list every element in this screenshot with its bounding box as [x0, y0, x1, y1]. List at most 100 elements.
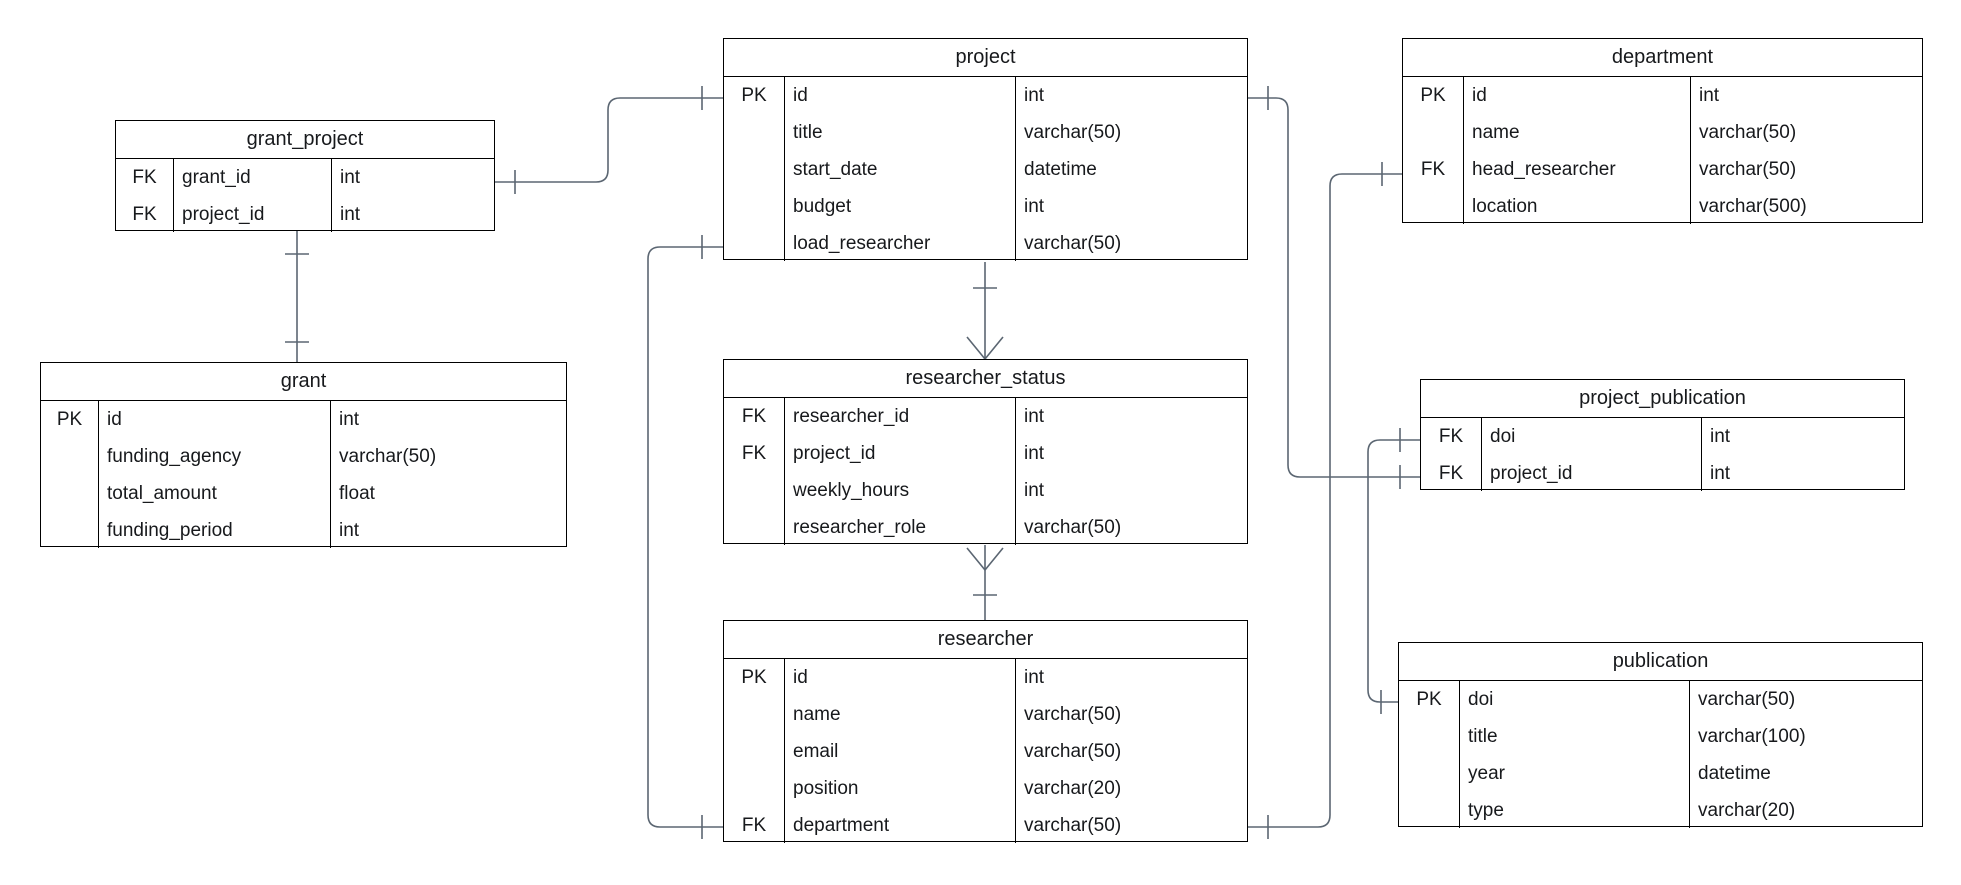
attribute-key-badge	[724, 225, 784, 262]
column-divider	[1463, 76, 1464, 224]
attribute-name: project_id	[182, 204, 265, 225]
attribute-name: doi	[1468, 689, 1494, 710]
attribute-name: load_researcher	[793, 233, 931, 254]
attribute-name: researcher_id	[793, 406, 910, 427]
attribute-row[interactable]: PK id int	[1403, 77, 1922, 114]
attribute-name: project_id	[793, 443, 876, 464]
column-divider	[1015, 658, 1016, 843]
attribute-type: int	[1024, 480, 1045, 501]
attribute-name: name	[1472, 122, 1520, 143]
attribute-name: id	[1472, 85, 1487, 106]
attribute-key-badge	[724, 188, 784, 225]
attribute-key-badge	[1399, 718, 1459, 755]
column-divider	[331, 158, 332, 232]
connector-grant-project-to-project	[495, 86, 723, 194]
attribute-type: varchar(20)	[1698, 800, 1796, 821]
attribute-key-badge	[41, 512, 98, 549]
attribute-name: doi	[1490, 426, 1516, 447]
attribute-name: email	[793, 741, 839, 762]
attribute-type: varchar(20)	[1024, 778, 1122, 799]
attribute-type: int	[1699, 85, 1720, 106]
attribute-type: int	[1024, 443, 1045, 464]
attribute-key-badge: PK	[1416, 689, 1442, 710]
column-divider	[1015, 397, 1016, 545]
attribute-type: varchar(50)	[1024, 741, 1122, 762]
attribute-type: varchar(100)	[1698, 726, 1806, 747]
column-divider	[784, 658, 785, 843]
attribute-type: varchar(50)	[1698, 689, 1796, 710]
attribute-name: title	[793, 122, 823, 143]
attribute-name: location	[1472, 196, 1538, 217]
attribute-key-badge	[724, 151, 784, 188]
attribute-type: int	[1710, 426, 1731, 447]
attribute-key-badge: FK	[132, 167, 157, 188]
attribute-key-badge	[724, 733, 784, 770]
connector-project-publication-to-publication	[1367, 428, 1420, 714]
attribute-row[interactable]: PK doi varchar(50)	[1399, 681, 1922, 718]
attribute-type: varchar(50)	[1024, 815, 1122, 836]
attribute-row[interactable]: email varchar(50)	[724, 733, 1247, 770]
attribute-type: float	[339, 483, 375, 504]
attribute-type: int	[340, 167, 361, 188]
attribute-row[interactable]: weekly_hours int	[724, 472, 1247, 509]
connector-department-to-researcher	[1248, 162, 1402, 839]
column-divider	[1015, 76, 1016, 261]
connector-project-to-researcher-status	[966, 262, 1004, 360]
attribute-type: varchar(50)	[1699, 122, 1797, 143]
entity-title: grant_project	[116, 121, 494, 159]
attribute-name: id	[793, 85, 808, 106]
attribute-key-badge: FK	[741, 815, 767, 836]
column-divider	[784, 397, 785, 545]
attribute-key-badge	[724, 696, 784, 733]
attribute-name: weekly_hours	[793, 480, 910, 501]
connector-researcher-status-to-researcher	[966, 545, 1004, 620]
attribute-type: int	[339, 520, 360, 541]
attribute-type: datetime	[1024, 159, 1097, 180]
attribute-row[interactable]: name varchar(50)	[1403, 114, 1922, 151]
attribute-type: int	[1710, 463, 1731, 484]
entity-title: project_publication	[1421, 380, 1904, 418]
attribute-key-badge: PK	[1420, 85, 1446, 106]
attribute-key-badge	[724, 509, 784, 546]
